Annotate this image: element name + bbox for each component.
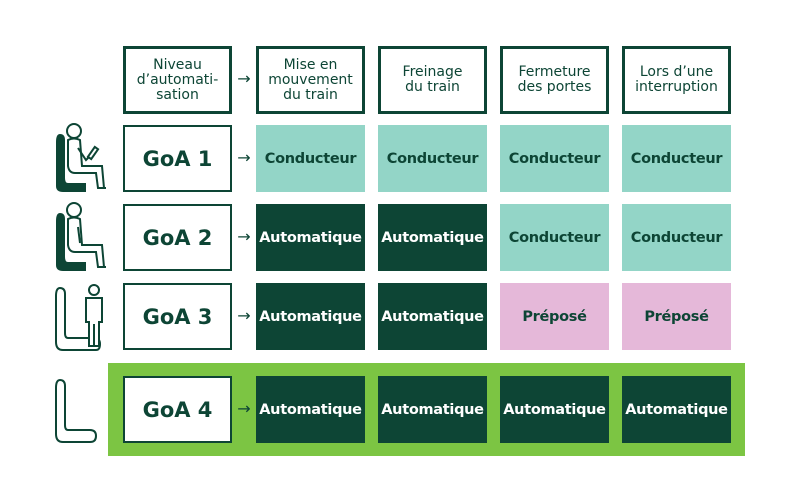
cell-goa3-braking: Automatique <box>378 283 487 350</box>
level-goa1: GoA 1 <box>123 125 232 192</box>
header-automation-level: Niveau d’automati- sation <box>123 46 232 114</box>
seated-driver-with-tablet-icon <box>56 123 106 192</box>
cell-goa4-doors: Automatique <box>500 376 609 443</box>
row-arrow: → <box>237 227 251 246</box>
row-arrow: → <box>237 399 251 418</box>
cell-goa3-interruption: Préposé <box>622 283 731 350</box>
cell-goa1-doors: Conducteur <box>500 125 609 192</box>
header-door-closing: Fermeture des portes <box>500 46 609 114</box>
cell-goa4-braking: Automatique <box>378 376 487 443</box>
empty-seat-with-standing-attendant-icon <box>55 284 103 351</box>
cell-goa2-start: Automatique <box>256 204 365 271</box>
seated-driver-icon <box>56 202 106 271</box>
header-arrow: → <box>237 69 251 88</box>
row-arrow: → <box>237 306 251 325</box>
empty-seat-icon <box>55 378 98 443</box>
cell-goa4-interruption: Automatique <box>622 376 731 443</box>
cell-goa4-start: Automatique <box>256 376 365 443</box>
level-goa2: GoA 2 <box>123 204 232 271</box>
header-interruption: Lors d’une interruption <box>622 46 731 114</box>
cell-goa2-braking: Automatique <box>378 204 487 271</box>
row-arrow: → <box>237 148 251 167</box>
cell-goa2-doors: Conducteur <box>500 204 609 271</box>
cell-goa3-start: Automatique <box>256 283 365 350</box>
header-start-train: Mise en mouvement du train <box>256 46 365 114</box>
cell-goa1-start: Conducteur <box>256 125 365 192</box>
level-goa3: GoA 3 <box>123 283 232 350</box>
cell-goa3-doors: Préposé <box>500 283 609 350</box>
cell-goa1-braking: Conducteur <box>378 125 487 192</box>
header-braking: Freinage du train <box>378 46 487 114</box>
cell-goa1-interruption: Conducteur <box>622 125 731 192</box>
level-goa4: GoA 4 <box>123 376 232 443</box>
cell-goa2-interruption: Conducteur <box>622 204 731 271</box>
